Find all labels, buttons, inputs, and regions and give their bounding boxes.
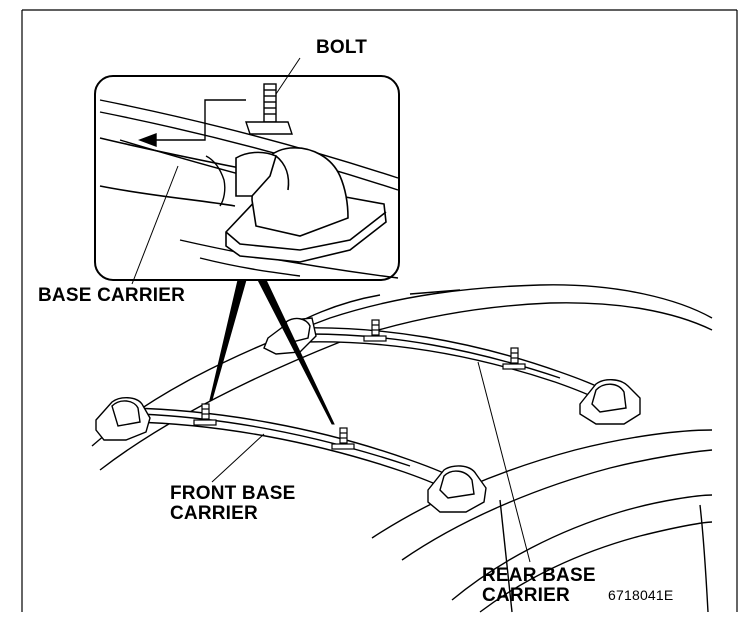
rear-base-carrier-label-line1: REAR BASE — [482, 565, 596, 586]
rear-base-carrier-label-line2: CARRIER — [482, 584, 570, 606]
bolt-detail — [245, 83, 293, 135]
front-base-carrier-label: FRONT BASE CARRIER — [170, 484, 296, 524]
front-base-carrier-label-line2: CARRIER — [170, 502, 258, 524]
detail-callout — [94, 75, 400, 281]
base-carrier-label: BASE CARRIER — [38, 285, 186, 306]
leader-lines — [131, 57, 531, 563]
figure-code: 6718041E — [608, 587, 674, 603]
rear-base-carrier-label: REAR BASE CARRIER — [482, 566, 596, 606]
rear-carrier-bolts — [363, 319, 526, 370]
front-base-carrier — [95, 397, 487, 513]
front-carrier-bolts — [193, 403, 355, 450]
front-base-carrier-label-line1: FRONT BASE — [170, 483, 296, 504]
page-border — [21, 9, 738, 612]
bolt-label: BOLT — [316, 37, 368, 58]
rear-base-carrier — [263, 317, 641, 425]
